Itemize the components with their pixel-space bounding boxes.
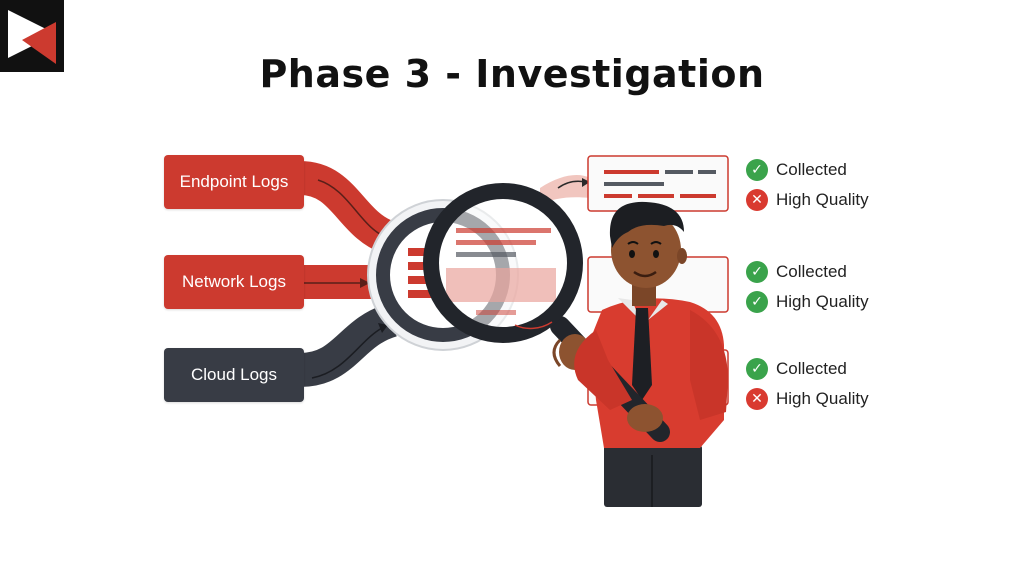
result-1-collected: ✓ Collected	[746, 157, 847, 183]
check-circle-icon: ✓	[746, 261, 768, 283]
result-1-quality: ✕ High Quality	[746, 187, 869, 213]
result-3-quality: ✕ High Quality	[746, 386, 869, 412]
x-circle-icon: ✕	[746, 189, 768, 211]
status-label: High Quality	[776, 190, 869, 209]
result-2-quality: ✓ High Quality	[746, 289, 869, 315]
brand-logo	[0, 0, 64, 72]
status-label: High Quality	[776, 389, 869, 408]
cloud-flow	[298, 303, 398, 387]
x-circle-icon: ✕	[746, 388, 768, 410]
source-label: Cloud Logs	[190, 365, 277, 384]
result-3-collected: ✓ Collected	[746, 356, 847, 382]
source-label: Network Logs	[182, 272, 286, 291]
source-network-logs: Network Logs	[164, 255, 304, 309]
status-label: High Quality	[776, 292, 869, 311]
source-label: Endpoint Logs	[179, 172, 289, 191]
status-label: Collected	[776, 359, 847, 378]
check-circle-icon: ✓	[746, 159, 768, 181]
status-label: Collected	[776, 160, 847, 179]
source-cloud-logs: Cloud Logs	[164, 348, 304, 402]
result-2-collected: ✓ Collected	[746, 259, 847, 285]
source-endpoint-logs: Endpoint Logs	[164, 155, 304, 209]
check-circle-icon: ✓	[746, 358, 768, 380]
check-circle-icon: ✓	[746, 291, 768, 313]
status-label: Collected	[776, 262, 847, 281]
page-title: Phase 3 - Investigation	[259, 52, 765, 96]
